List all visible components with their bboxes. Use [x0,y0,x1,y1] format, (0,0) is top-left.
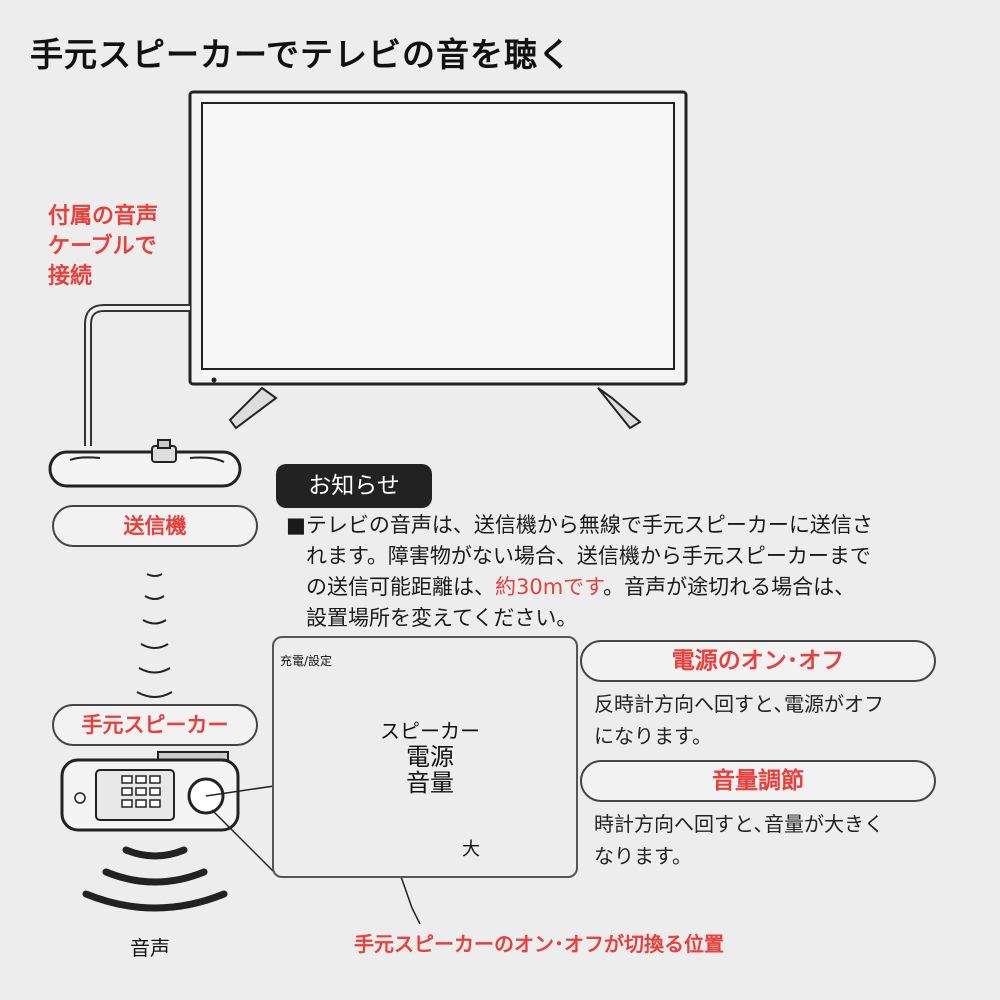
control-panel-closeup [272,636,578,878]
volume-description: 時計方向へ回すと､音量が大きく なります。 [594,808,884,872]
sound-wave-icon [82,846,228,912]
volume-desc-line-1: 時計方向へ回すと､音量が大きく [594,812,884,836]
knob-label-speaker: スピーカー [380,719,480,743]
notice-line-2: れます。障害物がない場合、送信機から手元スピーカーまで [306,544,871,568]
notice-text: ■テレビの音声は、送信機から無線で手元スピーカーに送信さ れます。障害物がない場… [286,510,986,634]
notice-line-3-end: 。音声が途切れる場合は、 [603,575,856,599]
volume-max-label: 大 [462,839,480,860]
audio-cable [84,304,190,446]
wireless-signal-icon [136,573,173,698]
notice-line-3-start: の送信可能距離は、 [306,575,495,599]
sound-label: 音声 [130,936,170,960]
volume-heading: 音量調節 [580,760,936,802]
power-desc-line-2: になります。 [594,724,712,748]
charge-setting-label: 充電/設定 [280,654,333,668]
cable-label-line-1: 付属の音声 [48,204,159,229]
knob-label: スピーカー 電源 音量 [360,718,500,796]
notice-line-4: 設置場所を変えてください。 [306,606,578,630]
cable-label-line-3: 接続 [48,264,93,289]
transmitter-icon [48,439,242,488]
hand-speaker-label: 手元スピーカー [52,704,258,746]
power-onoff-heading: 電源のオン･オフ [580,640,936,682]
power-switch-position-caption: 手元スピーカーのオン･オフが切換る位置 [354,932,724,956]
knob-label-volume: 音量 [406,769,454,797]
volume-desc-line-2: なります。 [594,844,692,868]
hand-speaker-icon [60,751,275,873]
notice-line-3: の送信可能距離は、約30mです。音声が途切れる場合は、 [286,572,986,603]
cable-connection-label: 付属の音声 ケーブルで 接続 [48,202,158,292]
page-title: 手元スピーカーでテレビの音を聴く [30,35,573,74]
power-description: 反時計方向へ回すと､電源がオフ になります。 [594,688,884,752]
transmitter-label: 送信機 [52,505,258,547]
notice-tag: お知らせ [276,464,432,508]
notice-distance-highlight: 約30mです [495,575,604,599]
power-desc-line-1: 反時計方向へ回すと､電源がオフ [594,692,884,716]
knob-label-power: 電源 [406,743,454,771]
tv-icon [188,90,688,430]
notice-line-1: ■テレビの音声は、送信機から無線で手元スピーカーに送信さ [286,513,873,537]
cable-label-line-2: ケーブルで [48,234,157,259]
